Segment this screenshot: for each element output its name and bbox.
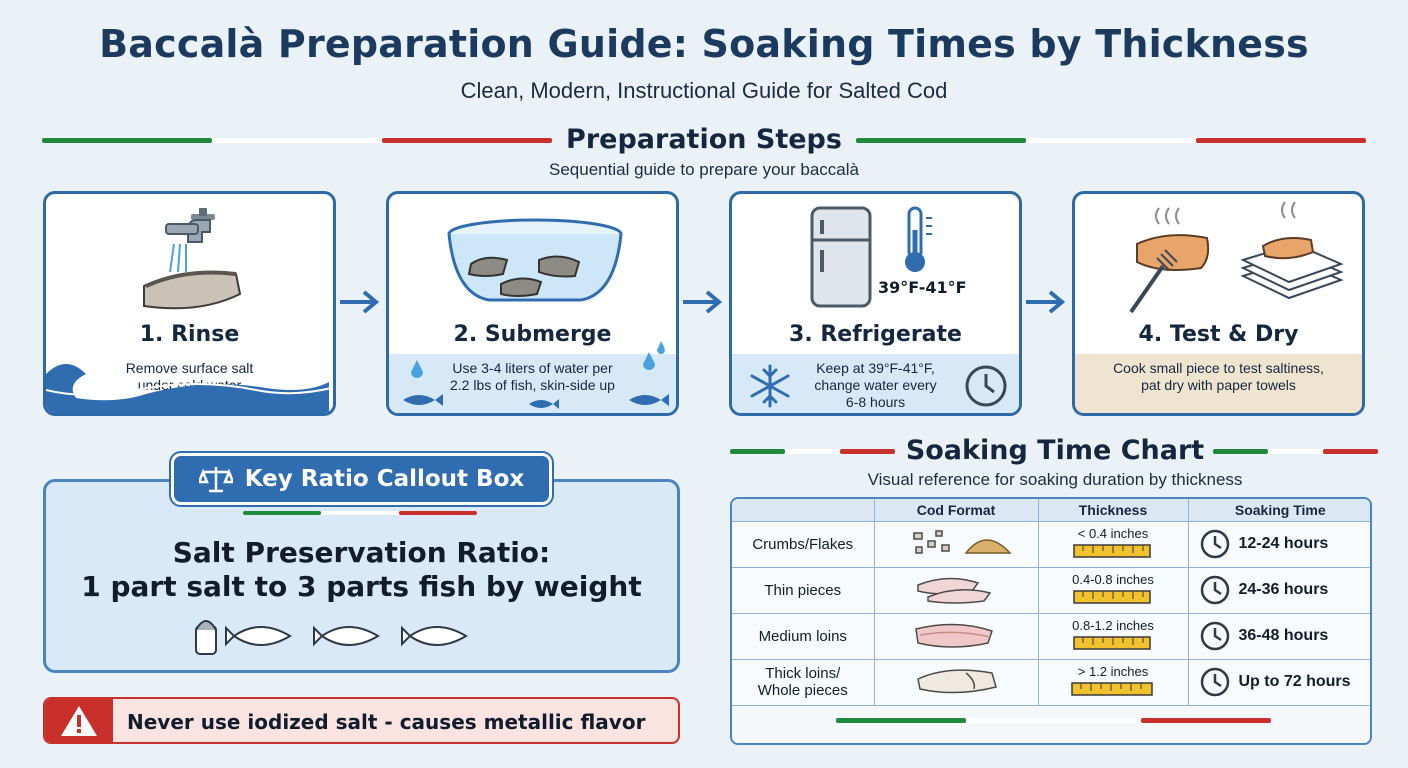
step-title: 3. Refrigerate xyxy=(789,322,962,347)
thin-fillet-icon xyxy=(874,567,1039,614)
arrow-right-icon xyxy=(1026,290,1066,314)
cod-format-label: Crumbs/Flakes xyxy=(732,521,875,568)
soaking-time-cell: 36-48 hours xyxy=(1188,613,1370,660)
step-card-rinse: 1. Rinse Remove surface salt under cold … xyxy=(43,191,336,416)
thickness-cell: < 0.4 inches xyxy=(1038,521,1189,568)
soaking-time-cell: 24-36 hours xyxy=(1188,567,1370,614)
ratio-statement: 1 part salt to 3 parts fish by weight xyxy=(81,570,642,603)
thickness-cell: 0.8-1.2 inches xyxy=(1038,613,1189,660)
cod-format-label: Medium loins xyxy=(732,613,875,660)
step-title: 4. Test & Dry xyxy=(1138,322,1299,347)
page-title: Baccalà Preparation Guide: Soaking Times… xyxy=(99,22,1309,66)
faucet-icon xyxy=(143,208,242,310)
table-row: Thin pieces 0.4-0.8 inches 24-36 hours xyxy=(732,567,1370,614)
table-row: Thick loins/ Whole pieces > 1.2 inches U… xyxy=(732,659,1370,706)
salt-and-fish-icon xyxy=(195,620,468,655)
ruler-icon xyxy=(1073,543,1151,558)
fridge-icon xyxy=(810,206,932,308)
wave-icon xyxy=(46,364,333,413)
steps-section-title: Preparation Steps xyxy=(566,124,842,155)
steps-section-subtitle: Sequential guide to prepare your baccalà xyxy=(549,160,859,179)
page-subtitle: Clean, Modern, Instructional Guide for S… xyxy=(460,78,948,103)
ruler-icon xyxy=(1073,589,1151,604)
step-title: 2. Submerge xyxy=(453,322,612,347)
bowl-icon xyxy=(403,218,669,409)
step-description: Cook small piece to test saltiness, pat … xyxy=(1113,360,1324,393)
thickness-cell: > 1.2 inches xyxy=(1038,659,1189,706)
crumbs-icon xyxy=(874,521,1039,568)
soaking-time-cell: 12-24 hours xyxy=(1188,521,1370,568)
step-card-refrigerate: 39°F-41°F 3. Refrigerate Keep at 39°F-41… xyxy=(729,191,1022,416)
step-card-test-dry: 4. Test & Dry Cook small piece to test s… xyxy=(1072,191,1365,416)
warning-banner: Never use iodized salt - causes metallic… xyxy=(43,697,680,744)
column-header: Thickness xyxy=(1038,499,1189,522)
fork-icon xyxy=(1129,201,1344,314)
column-header: Cod Format xyxy=(874,499,1039,522)
soaking-time-cell: Up to 72 hours xyxy=(1188,659,1370,706)
loin-icon xyxy=(874,613,1039,660)
table-row: Crumbs/Flakes < 0.4 inches 12-24 hours xyxy=(732,521,1370,568)
chart-section-subtitle: Visual reference for soaking duration by… xyxy=(867,470,1243,489)
step-description: Use 3-4 liters of water per 2.2 lbs of f… xyxy=(450,360,615,393)
column-header xyxy=(732,499,875,522)
warning-icon xyxy=(45,699,113,742)
whole-piece-icon xyxy=(874,659,1039,706)
table-header-row: Cod Format Thickness Soaking Time xyxy=(732,499,1370,522)
arrow-right-icon xyxy=(683,290,723,314)
cod-format-label: Thin pieces xyxy=(732,567,875,614)
callout-label: Key Ratio Callout Box xyxy=(171,453,552,505)
clock-icon xyxy=(1200,529,1229,559)
scale-icon xyxy=(198,467,233,493)
warning-text: Never use iodized salt - causes metallic… xyxy=(127,710,646,734)
snowflake-icon xyxy=(750,364,790,408)
ruler-icon xyxy=(1071,681,1153,696)
clock-icon xyxy=(1200,575,1229,605)
temperature-label: 39°F-41°F xyxy=(878,278,967,297)
step-title: 1. Rinse xyxy=(139,322,240,347)
clock-icon xyxy=(1200,667,1229,697)
arrow-right-icon xyxy=(340,290,380,314)
chart-section-title: Soaking Time Chart xyxy=(905,435,1205,466)
soaking-time-table: Cod Format Thickness Soaking Time Crumbs… xyxy=(730,497,1372,745)
clock-icon xyxy=(965,365,1007,407)
ruler-icon xyxy=(1073,635,1151,650)
cod-format-label: Thick loins/ Whole pieces xyxy=(732,659,875,706)
table-row: Medium loins 0.8-1.2 inches 36-48 hours xyxy=(732,613,1370,660)
step-description: Keep at 39°F-41°F, change water every 6-… xyxy=(814,360,937,410)
step-card-submerge: 2. Submerge Use 3-4 liters of water per … xyxy=(386,191,679,416)
thickness-cell: 0.4-0.8 inches xyxy=(1038,567,1189,614)
ratio-heading: Salt Preservation Ratio: xyxy=(172,536,551,569)
clock-icon xyxy=(1200,621,1229,651)
column-header: Soaking Time xyxy=(1188,499,1370,522)
